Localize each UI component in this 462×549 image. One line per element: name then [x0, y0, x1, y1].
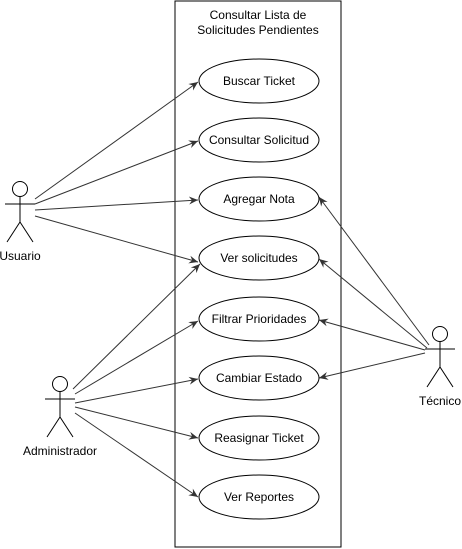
use-case-label: Ver Reportes — [224, 490, 294, 504]
edge-usuario-buscar-ticket — [34, 81, 199, 200]
actor-usuario[interactable]: Usuario — [0, 181, 41, 264]
use-case-filtrar-prioridades[interactable]: Filtrar Prioridades — [198, 296, 320, 342]
actor-administrador[interactable]: Administrador — [23, 376, 97, 459]
use-case-reasignar-ticket[interactable]: Reasignar Ticket — [198, 415, 320, 461]
use-case-buscar-ticket[interactable]: Buscar Ticket — [198, 58, 320, 104]
edge-usuario-agregar-nota — [34, 196, 199, 211]
use-case-label: Agregar Nota — [223, 192, 295, 206]
actor-tecnico[interactable]: Técnico — [419, 326, 461, 409]
edge-tecnico-cambiar-estado — [318, 352, 426, 380]
edge-tecnico-agregar-nota — [318, 196, 430, 346]
edge-tecnico-ver-solicitudes — [318, 258, 428, 349]
stick-figure-icon — [5, 181, 35, 243]
edge-admin-ver-solicitudes — [72, 263, 201, 390]
stick-figure-icon — [425, 326, 455, 388]
edge-admin-filtrar-prioridades — [74, 320, 199, 395]
associations — [34, 81, 430, 498]
use-case-consultar-solicitud[interactable]: Consultar Solicitud — [198, 117, 320, 163]
actor-label: Administrador — [23, 444, 97, 458]
use-case-label: Consultar Solicitud — [209, 133, 309, 147]
edge-admin-reasignar-ticket — [74, 406, 199, 440]
edge-tecnico-filtrar-prioridades — [318, 318, 426, 351]
use-case-cambiar-estado[interactable]: Cambiar Estado — [198, 355, 320, 401]
actor-label: Usuario — [0, 249, 41, 263]
use-case-label: Ver solicitudes — [220, 251, 297, 265]
system-title-line1: Consultar Lista de — [210, 8, 307, 22]
use-case-label: Buscar Ticket — [223, 74, 296, 88]
stick-figure-icon — [45, 376, 75, 438]
use-case-label: Reasignar Ticket — [214, 431, 304, 445]
edge-admin-ver-reportes — [74, 412, 199, 498]
use-case-ver-solicitudes[interactable]: Ver solicitudes — [198, 235, 320, 281]
edge-usuario-consultar-solicitud — [34, 140, 199, 205]
use-case-label: Cambiar Estado — [216, 371, 302, 385]
use-case-label: Filtrar Prioridades — [212, 312, 307, 326]
edge-usuario-ver-solicitudes — [34, 215, 199, 264]
use-case-agregar-nota[interactable]: Agregar Nota — [198, 176, 320, 222]
actor-label: Técnico — [419, 394, 461, 408]
use-case-ver-reportes[interactable]: Ver Reportes — [198, 474, 320, 520]
system-title-line2: Solicitudes Pendientes — [197, 23, 318, 37]
edge-admin-cambiar-estado — [74, 376, 199, 404]
